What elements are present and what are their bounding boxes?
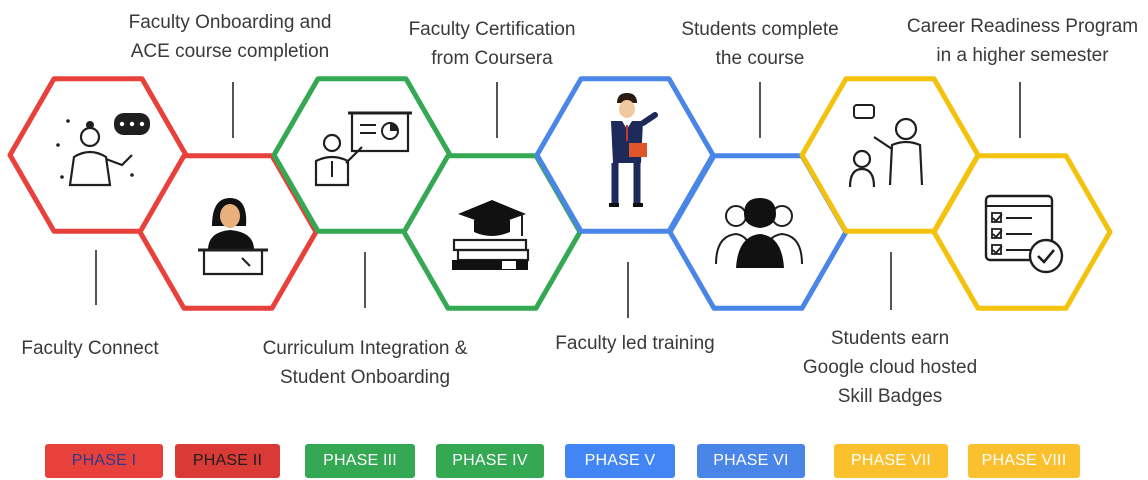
step-label-6: Students complete the course: [660, 15, 860, 73]
step-label-line: Career Readiness Program: [906, 16, 1139, 37]
checklist-icon: [984, 194, 1064, 274]
step-label-line: Faculty led training: [555, 333, 715, 354]
step-label-line: Faculty Certification: [408, 19, 576, 40]
phase-badge-2: PHASE II: [175, 444, 280, 478]
phase-badge-3: PHASE III: [305, 444, 415, 478]
step-label-line: Curriculum Integration &: [262, 338, 468, 359]
step-label-line: ACE course completion: [130, 41, 330, 62]
step-label-line: Google cloud hosted: [802, 357, 978, 378]
mentor-students-icon: [848, 104, 924, 188]
step-label-line: Students earn: [830, 328, 950, 349]
phase-badge-1: PHASE I: [45, 444, 163, 478]
step-label-4: Faculty Certification from Coursera: [392, 15, 592, 73]
student-at-desk-icon: [198, 198, 268, 276]
step-label-line: Students complete: [681, 19, 839, 40]
student-group-icon: [715, 198, 803, 268]
step-label-line: in a higher semester: [936, 45, 1109, 66]
graduation-cap-books-icon: [452, 200, 530, 270]
step-label-5: Faculty led training: [540, 329, 730, 358]
faculty-speaking-icon: [56, 113, 150, 187]
step-label-1: Faculty Connect: [10, 334, 170, 363]
phase-badge-8: PHASE VIII: [968, 444, 1080, 478]
phase-badge-4: PHASE IV: [436, 444, 544, 478]
step-label-3: Curriculum Integration & Student Onboardi…: [240, 334, 490, 392]
hexagon-step-8: [931, 153, 1113, 311]
step-label-line: from Coursera: [431, 48, 553, 69]
step-label-line: Faculty Onboarding and: [128, 12, 332, 33]
step-label-8: Career Readiness Program in a higher seme…: [900, 12, 1145, 70]
teacher-with-pointer-icon: [609, 93, 658, 207]
phase-badge-6: PHASE VI: [697, 444, 805, 478]
presentation-board-icon: [314, 111, 412, 187]
step-label-line: Faculty Connect: [21, 338, 159, 359]
phase-badge-5: PHASE V: [565, 444, 675, 478]
step-label-line: Skill Badges: [837, 386, 943, 407]
phase-badge-7: PHASE VII: [834, 444, 948, 478]
step-label-line: the course: [715, 48, 805, 69]
step-label-line: Student Onboarding: [279, 367, 451, 388]
